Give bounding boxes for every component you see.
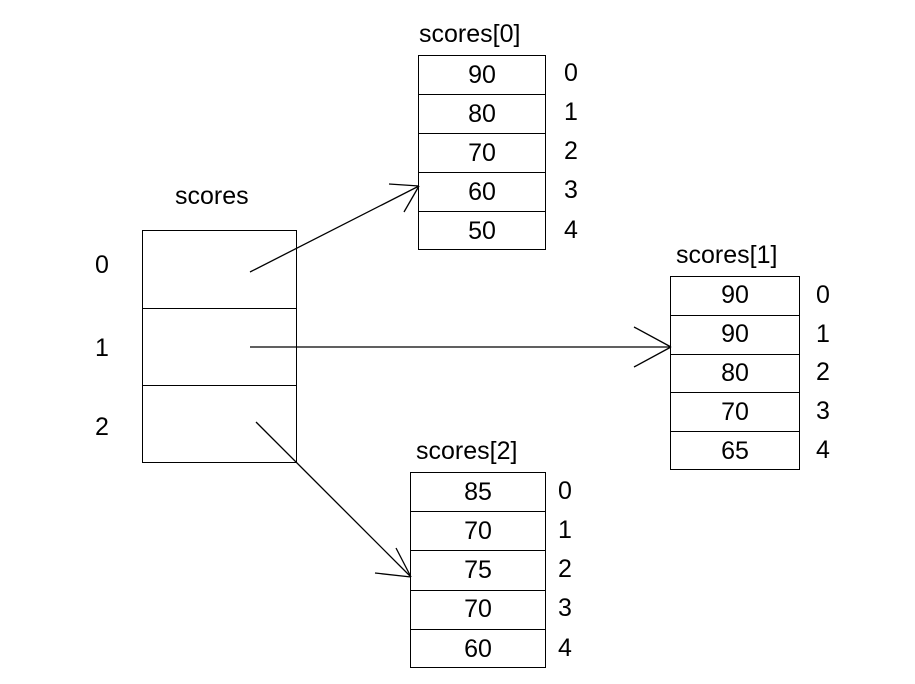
sub-array-1-index-label-2: 2 xyxy=(816,358,830,386)
sub-array-1-cell-2[interactable]: 80 xyxy=(671,355,799,394)
sub-array-0-cell-3[interactable]: 60 xyxy=(419,173,545,212)
sub-array-0-index-label-4: 4 xyxy=(564,216,578,244)
sub-array-0-cell-0[interactable]: 90 xyxy=(419,56,545,95)
root-index-label-1: 1 xyxy=(95,334,109,362)
sub-array-2-cell-3[interactable]: 70 xyxy=(411,591,545,630)
sub-array-0-title: scores[0] xyxy=(419,20,521,48)
sub-array-2-cell-2[interactable]: 75 xyxy=(411,551,545,591)
sub-array-2-cell-0[interactable]: 85 xyxy=(411,473,545,513)
root-index-label-2: 2 xyxy=(95,413,109,441)
sub-array-2-cell-1[interactable]: 70 xyxy=(411,512,545,552)
root-index-label-0: 0 xyxy=(95,251,109,279)
sub-array-2-cell-4[interactable]: 60 xyxy=(464,634,492,663)
sub-array-2-title: scores[2] xyxy=(416,437,518,465)
root-array-cell-1[interactable] xyxy=(143,309,296,387)
sub-array-1-box: 90 90 80 70 65 xyxy=(670,276,800,470)
sub-array-0-box: 90 80 70 60 50 xyxy=(418,55,546,250)
sub-array-1-cell-3[interactable]: 70 xyxy=(671,393,799,433)
sub-array-1-index-label-3: 3 xyxy=(816,397,830,425)
sub-array-0-cell-4[interactable]: 50 xyxy=(468,217,496,245)
sub-array-1-cell-4[interactable]: 65 xyxy=(721,437,749,466)
sub-array-1-cell-0[interactable]: 90 xyxy=(671,277,799,316)
sub-array-2-index-label-4: 4 xyxy=(558,634,572,662)
sub-array-0-index-label-2: 2 xyxy=(564,137,578,165)
sub-array-0-index-label-0: 0 xyxy=(564,59,578,87)
pointer-arrow-row-1 xyxy=(250,326,672,368)
sub-array-2-index-label-3: 3 xyxy=(558,594,572,622)
sub-array-1-index-label-0: 0 xyxy=(816,281,830,309)
sub-array-0-index-label-1: 1 xyxy=(564,98,578,126)
root-array-title: scores xyxy=(175,182,249,210)
sub-array-1-cell-1[interactable]: 90 xyxy=(671,316,799,355)
sub-array-2-index-label-0: 0 xyxy=(558,477,572,505)
sub-array-0-cell-1[interactable]: 80 xyxy=(419,95,545,134)
root-array-cell-0[interactable] xyxy=(143,231,296,309)
sub-array-2-index-label-2: 2 xyxy=(558,555,572,583)
sub-array-1-index-label-4: 4 xyxy=(816,436,830,464)
sub-array-1-index-label-1: 1 xyxy=(816,320,830,348)
root-array-cell-2[interactable] xyxy=(143,386,296,464)
sub-array-2-box: 85 70 75 70 60 xyxy=(410,472,546,668)
root-array-box xyxy=(142,230,297,463)
sub-array-0-cell-2[interactable]: 70 xyxy=(419,134,545,173)
sub-array-1-title: scores[1] xyxy=(676,241,778,269)
sub-array-0-index-label-3: 3 xyxy=(564,176,578,204)
sub-array-2-index-label-1: 1 xyxy=(558,516,572,544)
